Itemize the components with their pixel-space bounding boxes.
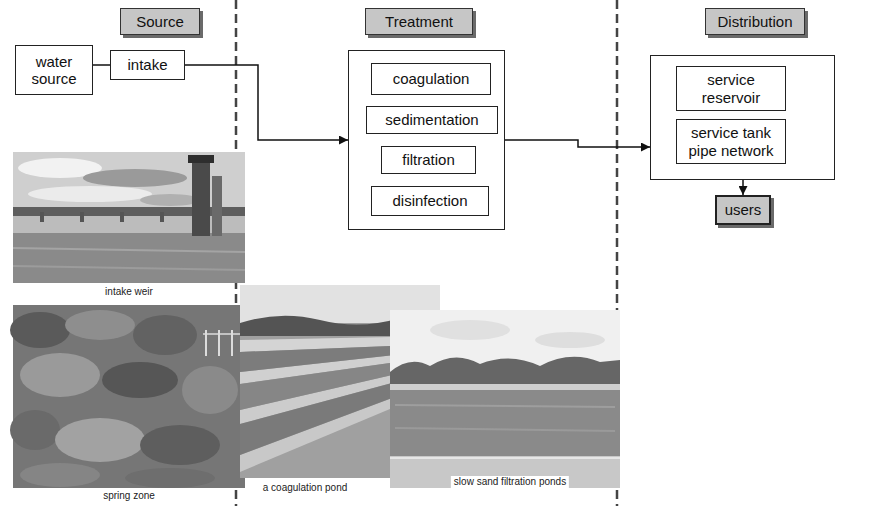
box-text: service reservoir bbox=[682, 71, 780, 106]
process-box: disinfection bbox=[371, 186, 489, 216]
process-box: sedimentation bbox=[366, 106, 498, 134]
box-text: sedimentation bbox=[385, 111, 478, 128]
section-header: Source bbox=[120, 8, 200, 35]
box-text: disinfection bbox=[392, 192, 467, 209]
flow-arrow bbox=[505, 140, 650, 147]
process-box: coagulation bbox=[371, 63, 491, 95]
photo-caption: slow sand filtration ponds bbox=[451, 476, 569, 488]
section-header: Distribution bbox=[705, 8, 805, 35]
process-box: intake bbox=[110, 50, 185, 80]
process-box: service tank pipe network bbox=[676, 119, 786, 164]
photo-caption: spring zone bbox=[103, 490, 155, 502]
flow-arrow bbox=[185, 65, 348, 140]
box-text: users bbox=[725, 201, 762, 218]
group-box: service reservoir service tank pipe netwo… bbox=[650, 55, 835, 180]
group-box: coagulation sedimentation filtration disinf… bbox=[348, 50, 505, 230]
endpoint-box: users bbox=[715, 195, 771, 225]
box-text: Treatment bbox=[385, 13, 453, 30]
box-text: coagulation bbox=[393, 70, 470, 87]
photo-caption: intake weir bbox=[105, 286, 153, 298]
box-text: water source bbox=[21, 53, 87, 88]
slow-sand-filtration-photo bbox=[390, 310, 620, 488]
section-header: Treatment bbox=[365, 8, 473, 35]
process-box: service reservoir bbox=[676, 66, 786, 111]
intake-weir-photo bbox=[13, 152, 245, 283]
flow-arrow bbox=[93, 64, 110, 66]
photo-caption: a coagulation pond bbox=[263, 482, 348, 494]
box-text: service tank pipe network bbox=[682, 124, 780, 159]
box-text: filtration bbox=[402, 151, 455, 168]
process-box: filtration bbox=[381, 146, 476, 174]
flow-arrow bbox=[742, 180, 744, 195]
box-text: Distribution bbox=[717, 13, 792, 30]
box-text: intake bbox=[127, 56, 167, 73]
spring-zone-photo bbox=[10, 305, 245, 488]
box-text: Source bbox=[136, 13, 184, 30]
process-box: water source bbox=[15, 45, 93, 95]
